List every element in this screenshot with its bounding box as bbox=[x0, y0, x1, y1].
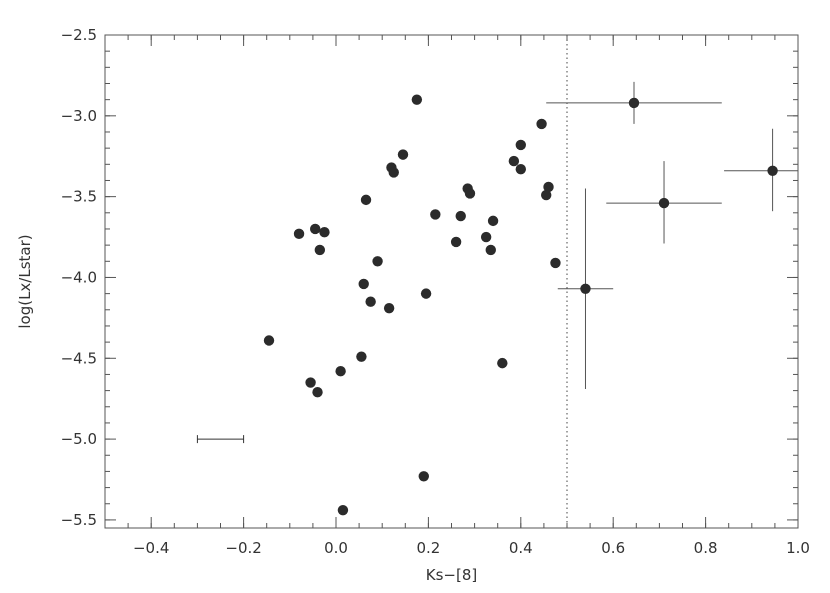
data-point bbox=[497, 357, 508, 369]
data-point bbox=[293, 228, 305, 240]
data-point bbox=[550, 257, 561, 269]
axis-ticks bbox=[104, 34, 799, 528]
data-point bbox=[319, 227, 330, 238]
tick-labels: −0.4 −0.2 0.0 0.2 0.4 0.6 0.8 1.0 −2.5 −3.0 −3.5 −4… bbox=[61, 26, 810, 557]
x-tick-label: 1.0 bbox=[786, 539, 810, 557]
data-point bbox=[411, 94, 423, 105]
y-axis-label: log(Lx/Lstar) bbox=[16, 234, 34, 328]
data-point bbox=[312, 387, 323, 398]
data-point bbox=[310, 223, 321, 235]
data-point bbox=[420, 288, 432, 299]
data-point bbox=[450, 236, 462, 248]
x-tick-label: 0.8 bbox=[694, 539, 718, 557]
x-tick-label: −0.2 bbox=[225, 539, 261, 557]
data-point bbox=[658, 197, 670, 209]
data-point bbox=[335, 366, 346, 377]
data-point bbox=[337, 505, 349, 516]
data-point bbox=[536, 118, 547, 130]
data-point bbox=[508, 155, 520, 167]
data-point bbox=[358, 278, 369, 290]
data-points bbox=[263, 94, 778, 516]
data-point bbox=[480, 231, 492, 243]
data-point bbox=[455, 210, 466, 222]
data-point bbox=[485, 244, 496, 256]
data-point bbox=[365, 296, 376, 307]
data-point bbox=[263, 335, 275, 346]
data-point bbox=[418, 471, 429, 482]
x-tick-label: 0.2 bbox=[416, 539, 440, 557]
error-bars bbox=[196, 81, 798, 444]
y-tick-label: −4.0 bbox=[61, 268, 97, 286]
data-point bbox=[305, 377, 316, 388]
y-tick-label: −3.5 bbox=[61, 188, 97, 206]
data-point bbox=[430, 209, 441, 220]
data-point bbox=[543, 181, 554, 193]
data-point bbox=[314, 244, 326, 256]
plot-frame bbox=[104, 34, 799, 529]
y-tick-label: −3.0 bbox=[61, 107, 97, 125]
x-tick-label: −0.4 bbox=[133, 539, 169, 557]
y-tick-label: −4.5 bbox=[61, 349, 97, 367]
data-point bbox=[360, 194, 372, 206]
data-point bbox=[356, 351, 367, 362]
data-point bbox=[628, 97, 640, 109]
data-point bbox=[397, 149, 409, 160]
data-point bbox=[541, 189, 552, 201]
data-point bbox=[487, 215, 499, 227]
data-point bbox=[464, 188, 476, 199]
data-point bbox=[515, 163, 526, 175]
x-tick-label: 0.4 bbox=[509, 539, 533, 557]
data-point bbox=[383, 302, 395, 314]
data-point bbox=[580, 283, 591, 294]
y-tick-label: −2.5 bbox=[61, 26, 97, 44]
y-tick-label: −5.0 bbox=[61, 430, 97, 448]
x-tick-label: 0.6 bbox=[601, 539, 625, 557]
data-point bbox=[388, 167, 399, 178]
data-point bbox=[515, 139, 526, 151]
x-tick-label: 0.0 bbox=[324, 539, 348, 557]
data-point bbox=[372, 256, 383, 267]
y-tick-label: −5.5 bbox=[61, 511, 97, 529]
x-axis-label: Ks−[8] bbox=[426, 566, 477, 584]
data-point bbox=[767, 165, 778, 176]
